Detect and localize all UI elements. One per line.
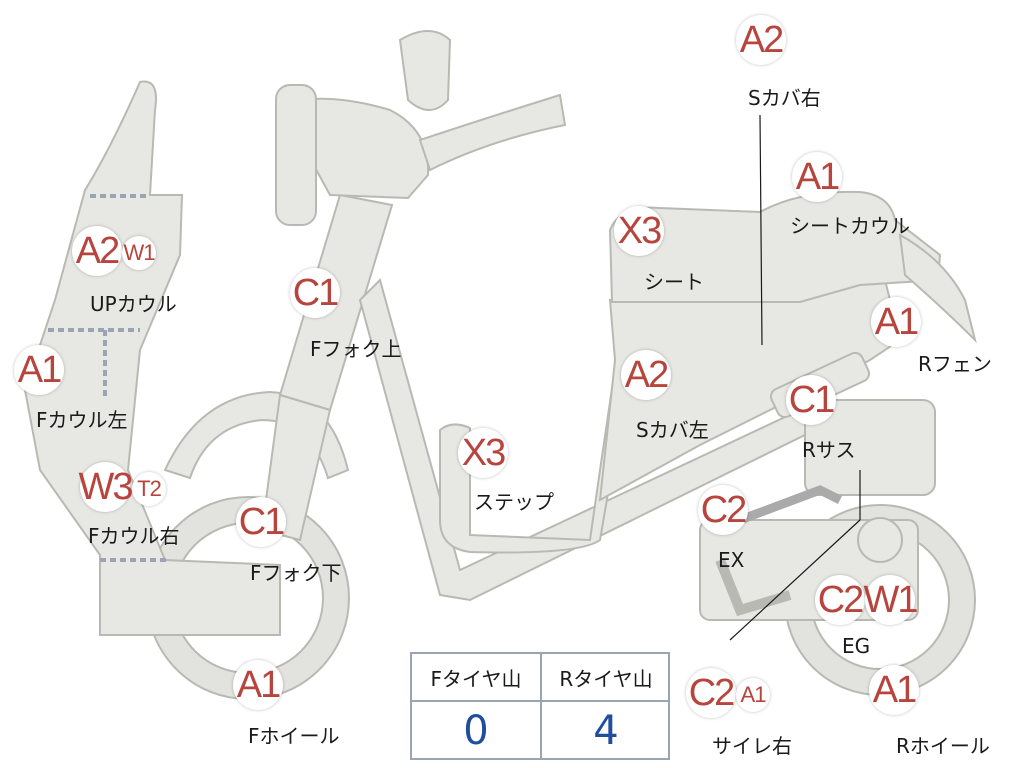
badge-t2-fcowl-right: T2 (132, 472, 166, 506)
badge-x3-step: X3 (458, 428, 508, 478)
badge-a1-rwheel: A1 (869, 665, 919, 715)
label-rsus: Rサス (802, 438, 856, 462)
badge-a1-seatcowl: A1 (792, 152, 842, 202)
label-fcowl-left: Fカウル左 (36, 408, 128, 432)
handlebar-shape (299, 97, 430, 200)
rear-fender-shape (898, 233, 977, 344)
muffler-leader (729, 519, 861, 641)
front-cowl-shape (23, 80, 281, 636)
label-ffork-upper: Fフォク上 (310, 337, 402, 361)
badge-c2-muffler-right: C2 (686, 668, 736, 718)
label-fcowl-right: Fカウル右 (88, 524, 180, 548)
rear-suspension-shape (804, 399, 936, 496)
badge-c2-ex: C2 (698, 485, 748, 535)
label-seat: シート (644, 270, 704, 294)
badge-x3-seat: X3 (614, 206, 664, 256)
label-upcowl: UPカウル (90, 292, 177, 316)
badge-c1-rsus: C1 (786, 375, 836, 425)
badge-w3-fcowl-right: W3 (79, 462, 134, 512)
badge-a2-scover-left: A2 (621, 350, 671, 400)
badge-a2-scover-right: A2 (736, 15, 786, 65)
table-divider-vertical (540, 654, 542, 758)
rear-tire-value: 4 (593, 708, 619, 754)
badge-c1-ffork-upper: C1 (290, 268, 340, 318)
label-rwheel: Rホイール (896, 734, 990, 758)
badge-a1-muffler-right: A1 (736, 678, 770, 712)
label-seatcowl: シートカウル (790, 214, 910, 238)
front-tire-value: 0 (463, 708, 489, 754)
badge-a1-rfender: A1 (871, 297, 921, 347)
rear-tire-header: Rタイヤ山 (559, 666, 653, 691)
label-scover-right: Sカバ右 (748, 86, 821, 110)
label-eg: EG (842, 634, 871, 658)
badge-w1-eg: W1 (864, 575, 919, 625)
label-fwheel: Fホイール (248, 724, 340, 748)
badge-a1-fwheel: A1 (233, 660, 283, 710)
front-tire-header: Fタイヤ山 (430, 666, 522, 691)
label-ffork-lower: Fフォク下 (250, 561, 342, 585)
badge-c2-eg: C2 (815, 575, 865, 625)
step-shape (439, 288, 641, 554)
tire-tread-table: Fタイヤ山 Rタイヤ山 0 4 (410, 652, 670, 760)
label-ex: EX (718, 548, 745, 572)
scover-right-leader (759, 114, 763, 346)
label-step: ステップ (474, 490, 554, 514)
label-rfender: Rフェン (918, 352, 992, 376)
label-scover-left: Sカバ左 (636, 418, 709, 442)
table-divider-horizontal (412, 700, 668, 702)
badge-a1-fcowl-left: A1 (14, 345, 64, 395)
badge-w1-upcowl: W1 (122, 236, 156, 270)
label-muffler-right: サイレ右 (712, 734, 792, 758)
badge-a2-upcowl: A2 (72, 226, 122, 276)
badge-c1-ffork-lower: C1 (236, 497, 286, 547)
